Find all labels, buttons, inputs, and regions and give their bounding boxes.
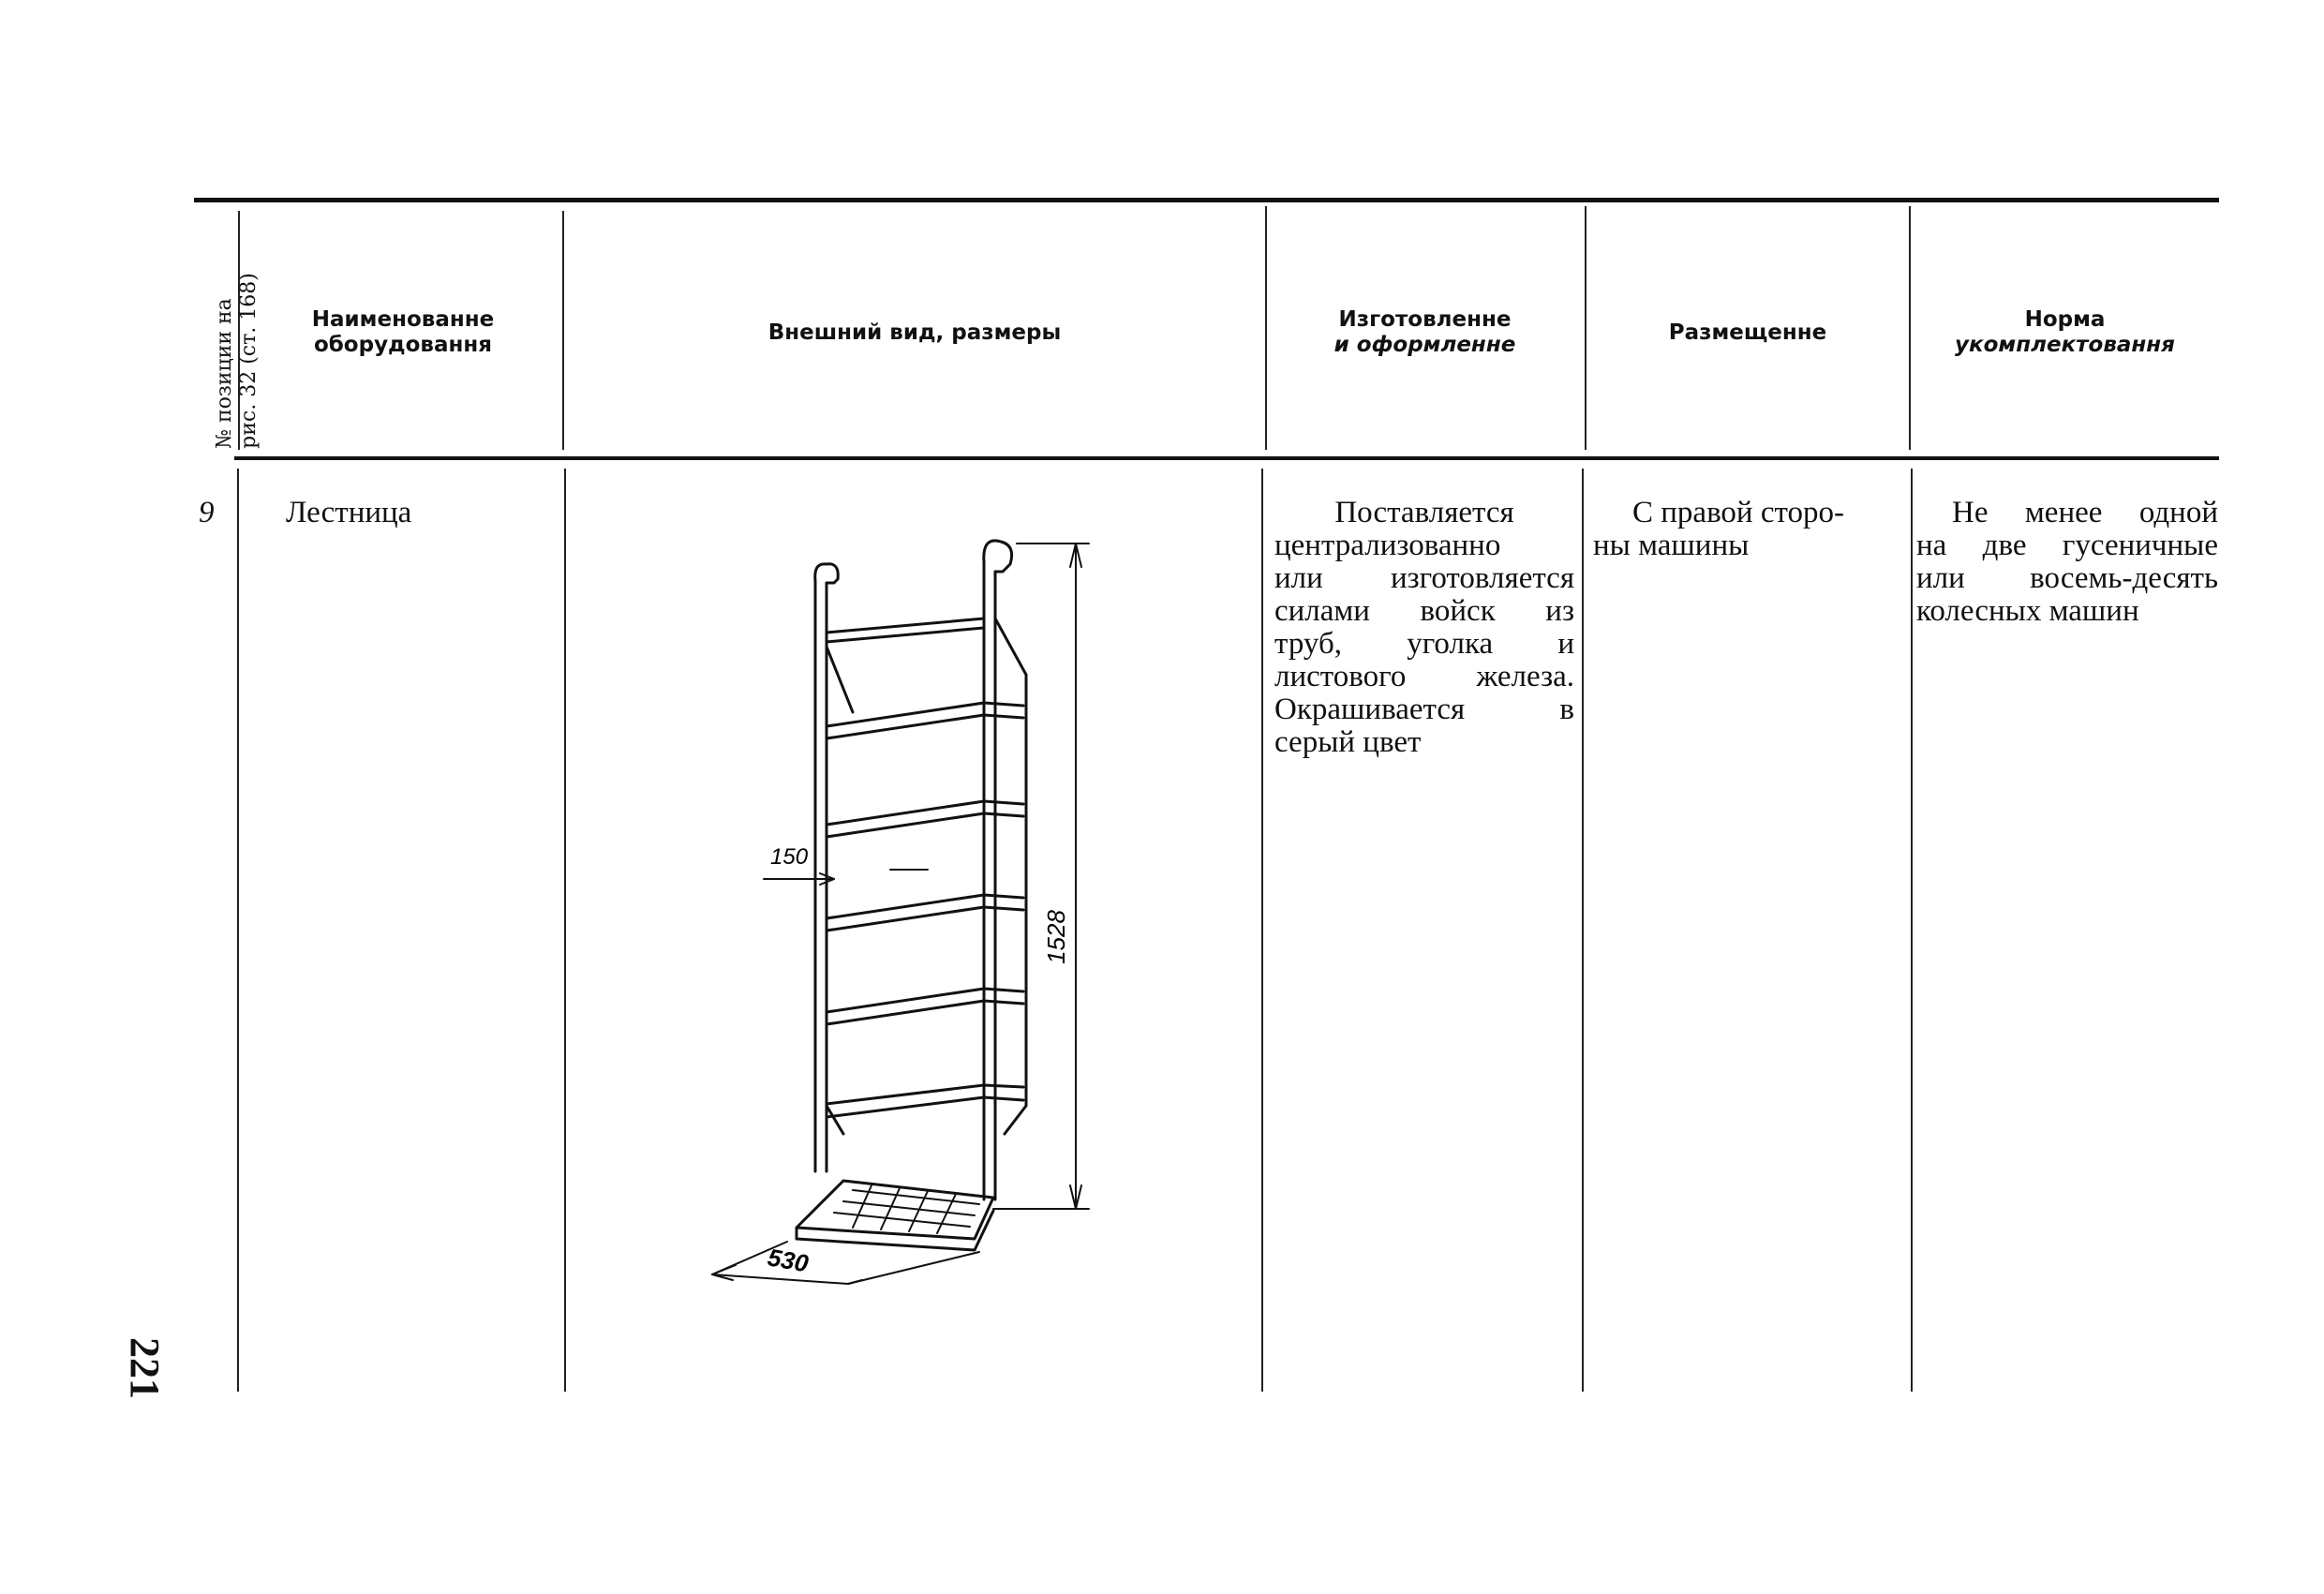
ladder-drawing: 1528 150 530 [711,539,1090,1285]
left-rail [813,579,828,1173]
col-divider-2 [562,211,564,450]
right-rail [982,560,997,1201]
base-dim-line [711,1274,863,1285]
base-plate [795,1179,995,1252]
left-hook [813,562,840,597]
right-hook [982,539,1014,574]
page-number: 221 [122,1337,168,1399]
header-appearance: Внешний вид, размеры [767,320,1062,345]
col-divider-5 [1909,206,1911,450]
left-back-support [825,645,855,1136]
col-divider-1 [238,211,240,450]
row-manufacture: Поставляется централизованно или изготов… [1274,496,1574,759]
header-rule [234,456,2219,460]
col-divider-4 [1585,206,1587,450]
rungs [825,617,1025,1119]
row-placement: С правой сторо- ны машины [1593,496,1844,562]
col-divider-3b [1261,469,1263,1392]
step-dim-label: 150 [770,844,809,870]
col-divider-3 [1265,206,1267,450]
header-norm: Норма укомплектовання [1955,307,2175,357]
right-back-support [993,617,1028,1136]
height-dim-label: 1528 [1042,910,1070,964]
row-norm: Не менее одной на две гусеничные или вос… [1916,496,2218,628]
row-position: 9 [199,496,215,529]
header-manufacture: Изготовленне и оформленне [1333,307,1516,357]
top-rule [194,198,2219,202]
col-divider-5b [1911,469,1913,1392]
col-divider-4b [1582,469,1584,1392]
col-divider-2b [564,469,566,1392]
base-dim-label: 530 [766,1243,811,1277]
base-grate [833,1184,980,1234]
header-placement: Размещенне [1668,320,1827,345]
row-name: Лестница [286,496,412,529]
header-name: Наименованне оборудовання [311,307,495,357]
col-divider-1b [237,469,239,1392]
step-dim-line [763,869,929,880]
